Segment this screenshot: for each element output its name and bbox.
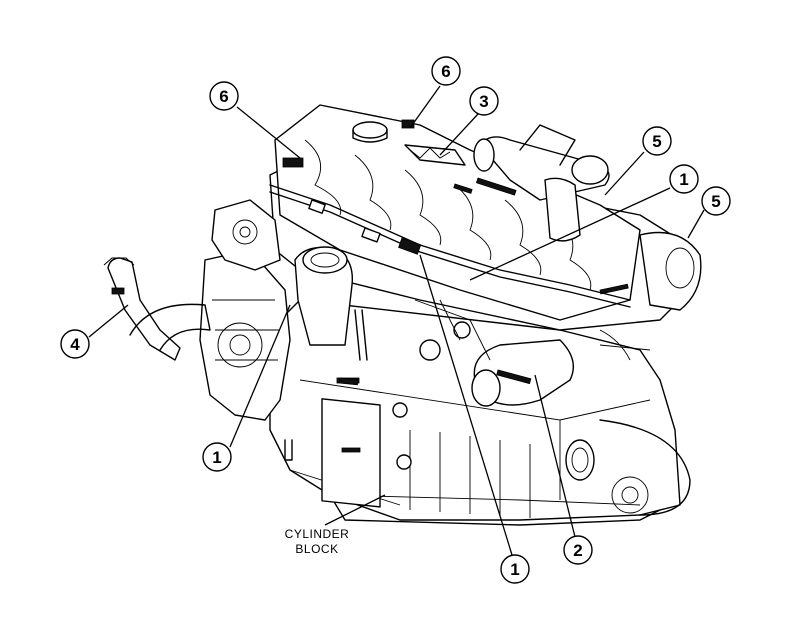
callout-circle xyxy=(701,186,731,216)
callout-number: 2 xyxy=(573,541,582,560)
callout-6b: 6 xyxy=(209,81,239,111)
callout-number: 4 xyxy=(70,335,80,354)
oil-pan xyxy=(329,494,661,526)
callout-number: 6 xyxy=(219,87,228,106)
left-tube xyxy=(107,257,181,361)
label-line-2: BLOCK xyxy=(295,542,338,556)
dipstick-tube xyxy=(354,309,368,361)
callout-number: 6 xyxy=(441,62,450,81)
right-housing xyxy=(639,231,702,311)
callout-circle xyxy=(669,164,699,194)
callout-number: 5 xyxy=(711,192,720,211)
callout-5b: 5 xyxy=(701,186,731,216)
callout-number: 1 xyxy=(679,170,688,189)
cylinder-block-label: CYLINDER BLOCK xyxy=(285,527,350,556)
callout-2: 2 xyxy=(563,535,593,565)
front-bracket xyxy=(211,199,281,271)
callout-1a: 1 xyxy=(669,164,699,194)
callout-circle xyxy=(209,81,239,111)
block-plate xyxy=(321,398,381,508)
callout-3: 3 xyxy=(469,86,499,116)
engine-illustration xyxy=(103,104,702,526)
flywheel-housing xyxy=(599,419,691,516)
callout-number: 1 xyxy=(510,560,519,579)
callout-number: 3 xyxy=(479,92,488,111)
callout-circle xyxy=(500,554,530,584)
callout-circle xyxy=(642,126,672,156)
callout-circle xyxy=(563,535,593,565)
callout-1b: 1 xyxy=(202,442,232,472)
leader-lines xyxy=(88,85,705,556)
callout-number: 5 xyxy=(652,132,661,151)
oil-filler-cap xyxy=(352,121,388,139)
callout-circle xyxy=(202,442,232,472)
wiring-harness xyxy=(269,184,631,301)
callout-number: 1 xyxy=(212,448,221,467)
label-line-1: CYLINDER xyxy=(285,527,350,541)
callout-circle xyxy=(431,56,461,86)
callout-circle xyxy=(60,329,90,359)
callout-4: 4 xyxy=(60,329,90,359)
front-cover xyxy=(199,249,291,421)
callout-6a: 6 xyxy=(431,56,461,86)
callout-circle xyxy=(469,86,499,116)
callout-5a: 5 xyxy=(642,126,672,156)
callout-1c: 1 xyxy=(500,554,530,584)
